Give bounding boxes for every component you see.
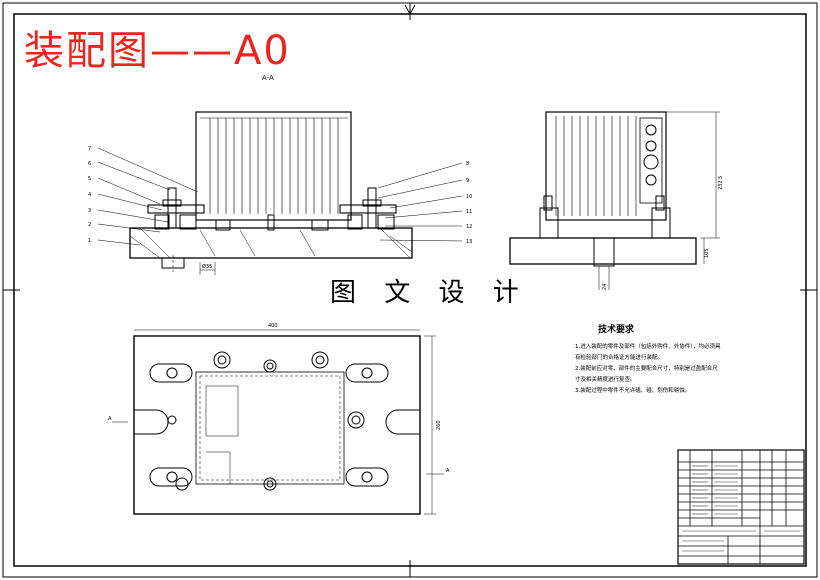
part-number-8: 8	[466, 161, 469, 167]
dimension-plan-height: 260	[436, 420, 442, 430]
part-number-13: 13	[466, 239, 472, 245]
dimension-front: Ø35	[202, 263, 212, 270]
technical-requirements-title: 技术要求	[598, 325, 635, 335]
technical-requirement-line: 寸及相关精度进行复查。	[575, 377, 636, 383]
part-number-10: 10	[466, 194, 472, 200]
leader-lines-left	[97, 147, 199, 246]
part-numbers-right: 8 9 10 11 12 13	[466, 161, 472, 245]
plan-view	[112, 329, 444, 515]
part-number-4: 4	[88, 192, 91, 198]
section-label: A-A	[262, 74, 274, 82]
dimension-side-slot: 24	[602, 284, 608, 290]
title-block	[677, 449, 805, 565]
part-numbers-left: 7 6 5 4 3 2 1	[88, 146, 91, 244]
part-number-9: 9	[466, 178, 469, 184]
dimension-plan-width: 400	[268, 323, 278, 329]
centering-marks	[3, 3, 817, 577]
part-number-11: 11	[466, 209, 472, 215]
leader-lines-right	[377, 162, 463, 242]
part-number-1: 1	[88, 238, 91, 244]
part-number-7: 7	[88, 146, 91, 152]
title-block-text-marks	[682, 465, 800, 552]
side-view	[509, 111, 720, 290]
dimension-side-depth: 105	[704, 248, 710, 258]
watermark-caption: 图 文 设 计	[330, 278, 529, 308]
technical-requirement-line: 1.进入装配的零件及部件（包括外购件、外协件），均必须具	[575, 344, 721, 350]
drawing-title: 装配图——A0	[24, 28, 291, 74]
technical-requirement-line: 2.装配前应对零、部件的主要配合尺寸，特别是过盈配合尺	[575, 366, 718, 372]
dimension-side-height: 232.5	[718, 176, 724, 190]
technical-requirement-line: 有检验部门的合格证方能进行装配。	[575, 355, 664, 361]
part-number-2: 2	[88, 222, 91, 228]
plan-section-label-left: A	[108, 416, 112, 422]
plan-section-label-right: A	[446, 468, 450, 474]
technical-requirement-line: 3.装配过程中零件不允许磕、碰、划伤和锈蚀。	[575, 388, 691, 394]
part-number-12: 12	[466, 224, 472, 230]
part-number-6: 6	[88, 161, 91, 167]
part-number-5: 5	[88, 176, 91, 182]
part-number-3: 3	[88, 208, 91, 214]
front-section-view: A-A	[129, 74, 413, 275]
